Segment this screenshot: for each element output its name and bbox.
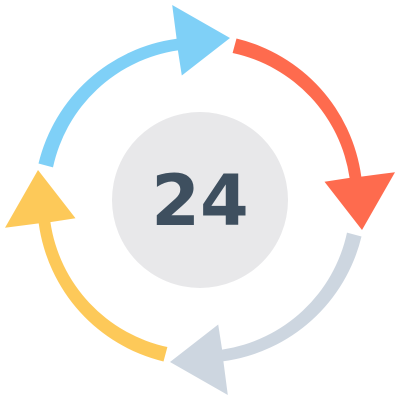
red-arrow-icon: [232, 38, 395, 230]
yellow-arrow-icon: [5, 170, 168, 362]
center-circle: [112, 112, 288, 288]
blue-arrow-icon: [38, 5, 230, 168]
grey-arrow-icon: [170, 232, 362, 395]
center-number: 24: [151, 160, 248, 242]
